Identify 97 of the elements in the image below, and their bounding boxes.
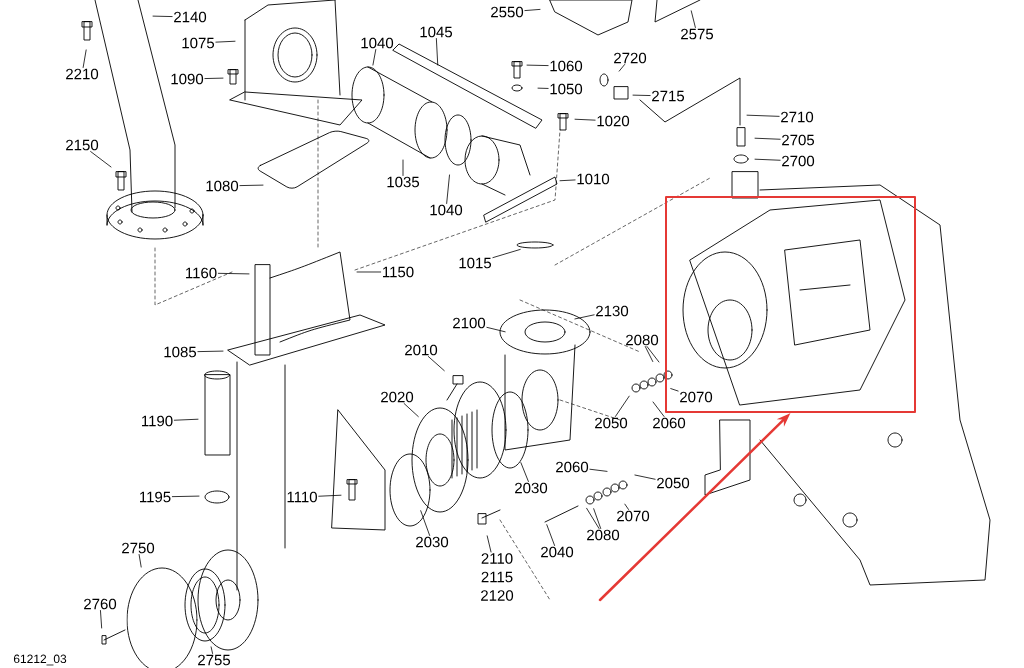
callout-number: 2210 [66, 68, 99, 80]
callout-number: 2575 [681, 28, 714, 40]
callout-number: 1010 [577, 173, 610, 185]
leader-line [537, 87, 549, 89]
leader-line [574, 118, 596, 121]
callout-number: 1190 [142, 415, 173, 427]
leader-line [82, 49, 87, 68]
leader-line [152, 15, 173, 17]
leader-line [100, 610, 103, 629]
callout-number: 1040 [430, 204, 463, 216]
drawing-number: 61212_03 [13, 654, 67, 666]
callout-number: 2100 [453, 317, 486, 329]
leader-line [403, 403, 419, 417]
leader-line [754, 137, 781, 140]
callout-number: 1075 [182, 37, 215, 49]
callout-number: 1195 [140, 491, 171, 503]
callout-number: 2050 [657, 477, 690, 489]
callout-number: 1090 [171, 73, 204, 85]
callout-number: 2150 [66, 139, 99, 151]
leader-line [646, 346, 660, 363]
callout-number: 1160 [186, 267, 217, 279]
callout-number: 2130 [596, 305, 629, 317]
leader-line [593, 508, 602, 529]
callout-number: 1020 [597, 115, 630, 127]
leader-line [559, 179, 576, 182]
leader-line [486, 326, 506, 333]
callout-number: 2020 [381, 391, 414, 403]
leader-line [173, 418, 199, 421]
callout-number: 2080 [626, 334, 659, 346]
leader-line [435, 38, 439, 66]
leader-line [624, 503, 629, 510]
callout-number: 1045 [420, 26, 453, 38]
leader-line [171, 495, 200, 498]
callout-number: 1060 [550, 60, 583, 72]
callout-number: 2030 [416, 536, 449, 548]
leader-line [644, 346, 654, 362]
leader-line [632, 94, 651, 96]
leader-line [524, 9, 541, 11]
callout-number: 2140 [174, 11, 207, 23]
callout-number: 2715 [652, 90, 685, 102]
callout-number: 2030 [515, 482, 548, 494]
leader-line [318, 494, 342, 497]
leader-line [746, 114, 780, 117]
leader-line [217, 272, 250, 275]
callout-number: 2700 [782, 155, 815, 167]
leader-line [420, 510, 431, 536]
leader-line [239, 184, 264, 186]
leader-line [492, 249, 521, 259]
callout-number: 1035 [387, 176, 420, 188]
callout-number: 2110 2115 2120 [481, 553, 514, 601]
highlight-frame [665, 196, 916, 413]
callout-number: 2750 [122, 542, 155, 554]
leader-line [427, 356, 445, 372]
leader-line [670, 388, 679, 392]
callout-number: 2755 [198, 654, 231, 666]
leader-line [372, 49, 377, 66]
callout-number: 2070 [617, 510, 650, 522]
callout-number: 2040 [541, 546, 574, 558]
leader-line [90, 151, 112, 168]
leader-line [446, 174, 450, 204]
leader-line [526, 64, 549, 66]
leader-line [520, 462, 529, 482]
callout-number: 2010 [405, 344, 438, 356]
leader-line [402, 159, 404, 176]
callout-number: 2080 [587, 529, 620, 541]
leader-line [546, 524, 555, 546]
callout-number: 2705 [782, 134, 815, 146]
leader-line [210, 646, 213, 654]
callout-number: 1110 [287, 491, 317, 503]
leader-line [589, 468, 608, 472]
callout-number: 1080 [206, 180, 239, 192]
leader-line [138, 554, 142, 568]
callout-number: 2050 [595, 417, 628, 429]
leader-line [690, 10, 696, 28]
leader-line [486, 535, 492, 553]
callout-number: 1085 [164, 346, 197, 358]
callout-number: 2710 [781, 111, 814, 123]
leader-line [615, 395, 630, 417]
leader-line [618, 64, 626, 72]
callout-number: 1015 [459, 257, 492, 269]
leader-line [652, 401, 665, 417]
leader-line [204, 77, 224, 79]
callout-number: 2720 [614, 52, 647, 64]
callout-number: 1150 [383, 266, 414, 278]
leader-line [634, 474, 656, 480]
callout-number: 2060 [653, 417, 686, 429]
callout-number: 1050 [550, 83, 583, 95]
leader-line [197, 350, 224, 352]
leader-line [574, 314, 595, 320]
leader-line [586, 507, 600, 529]
leader-line [356, 271, 382, 273]
callout-number: 2760 [84, 598, 117, 610]
callout-number: 1040 [361, 37, 394, 49]
leader-line [215, 40, 236, 43]
leader-line [754, 158, 781, 161]
callout-number: 2550 [491, 6, 524, 18]
callout-number: 2060 [556, 461, 589, 473]
